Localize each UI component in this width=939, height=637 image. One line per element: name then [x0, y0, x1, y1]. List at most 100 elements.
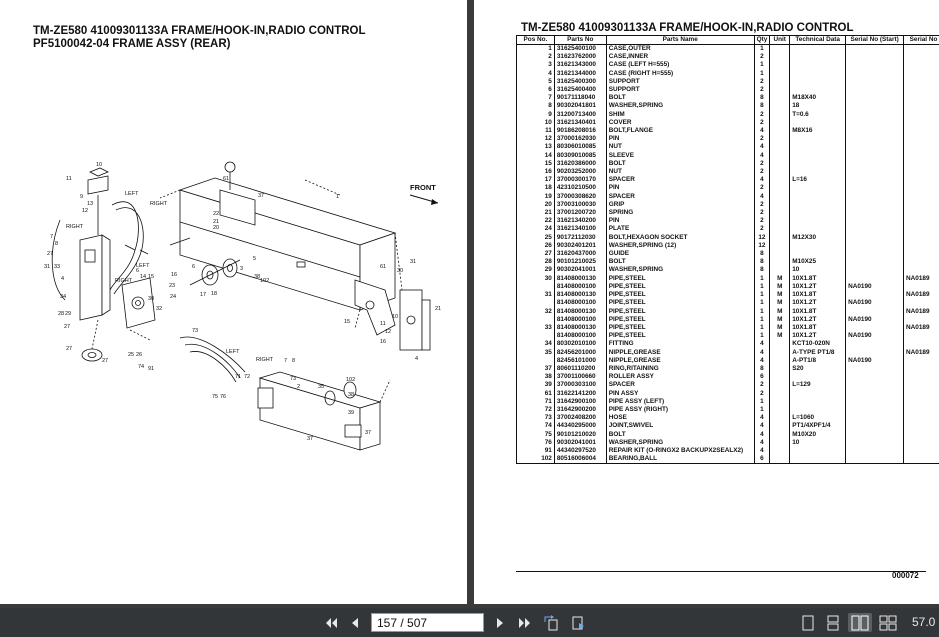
table-cell [789, 86, 847, 95]
page-number-input[interactable]: 157 / 507 [371, 613, 484, 632]
two-page-scroll-icon [879, 615, 897, 630]
table-cell: 13 [516, 143, 555, 152]
column-header: Serial No [903, 35, 939, 45]
table-cell [903, 430, 939, 439]
table-cell: NA0190 [845, 315, 905, 324]
table-cell: 1 [516, 44, 555, 54]
two-page-view-button[interactable] [848, 613, 872, 632]
scroll-view-button[interactable] [822, 613, 844, 632]
table-cell [903, 94, 939, 103]
table-cell: 1 [753, 69, 771, 78]
table-cell [903, 86, 939, 95]
table-cell [845, 53, 905, 62]
svg-text:33: 33 [54, 264, 60, 270]
table-cell: 4 [753, 414, 771, 423]
svg-text:61: 61 [223, 176, 229, 182]
table-cell: 2 [753, 209, 771, 218]
svg-text:27: 27 [47, 251, 53, 257]
table-cell [845, 209, 905, 218]
next-page-button[interactable] [491, 613, 509, 632]
table-cell: 71 [516, 397, 555, 406]
table-cell [769, 430, 791, 439]
table-cell [789, 61, 847, 70]
first-page-button[interactable] [322, 613, 342, 632]
table-cell [516, 332, 555, 341]
rotate-page-button[interactable] [540, 613, 562, 632]
table-cell [769, 266, 791, 275]
svg-text:102: 102 [346, 377, 355, 383]
table-cell [845, 135, 905, 144]
table-cell: 37000303100 [553, 381, 607, 390]
table-cell: REPAIR KIT (O-RINGX2 BACKUPX2SEALX2) [605, 446, 755, 456]
two-page-scroll-view-button[interactable] [876, 613, 900, 632]
svg-text:8: 8 [55, 241, 58, 247]
single-page-view-button[interactable] [797, 613, 819, 632]
table-cell: 31623762000 [553, 53, 607, 62]
table-cell: PIPE,STEEL [605, 274, 755, 283]
table-cell [789, 118, 847, 128]
table-cell: 31622141200 [553, 389, 607, 398]
table-cell: A-TYPE PT1/8 [789, 348, 847, 357]
table-cell: 4 [753, 127, 771, 136]
table-cell: 37001200720 [553, 209, 607, 218]
svg-text:20: 20 [213, 225, 219, 231]
table-cell [845, 44, 905, 54]
svg-text:72: 72 [244, 374, 250, 380]
table-cell [789, 373, 847, 382]
table-cell: 82456101000 [553, 356, 607, 365]
svg-text:4: 4 [61, 276, 64, 282]
table-cell: 12 [753, 233, 771, 242]
svg-text:37: 37 [258, 193, 264, 199]
table-cell: M10X20 [789, 430, 847, 439]
previous-page-button[interactable] [346, 613, 364, 632]
last-page-button[interactable] [514, 613, 534, 632]
export-page-button[interactable] [567, 613, 589, 632]
table-cell: 12 [516, 135, 555, 144]
table-cell [516, 282, 555, 292]
svg-text:16: 16 [171, 272, 177, 278]
table-cell [789, 184, 847, 193]
svg-text:91: 91 [148, 366, 154, 372]
table-cell: 9 [516, 110, 555, 119]
table-cell: 74 [516, 422, 555, 431]
table-cell [789, 192, 847, 201]
table-cell [903, 184, 939, 193]
table-cell [769, 69, 791, 78]
table-cell: BOLT [605, 430, 755, 439]
table-cell: 1 [753, 274, 771, 283]
table-cell: 37003100030 [553, 200, 607, 210]
table-cell: PIPE,STEEL [605, 315, 755, 324]
zoom-level[interactable]: 57.0 [912, 615, 936, 629]
svg-text:31: 31 [44, 264, 50, 270]
table-cell [769, 94, 791, 103]
table-cell: 75 [516, 430, 555, 439]
table-cell: 6 [753, 455, 771, 465]
table-cell: 2 [753, 159, 771, 169]
table-cell [845, 127, 905, 136]
table-cell [845, 414, 905, 423]
table-cell: CASE,OUTER [605, 44, 755, 54]
table-cell [903, 168, 939, 177]
table-cell [769, 348, 791, 357]
table-cell [903, 233, 939, 242]
table-cell: 31621340401 [553, 118, 607, 128]
table-cell: 4 [753, 192, 771, 201]
table-cell [769, 192, 791, 201]
table-cell [845, 455, 905, 465]
table-cell [845, 422, 905, 431]
table-cell [903, 446, 939, 456]
table-cell: BOLT,HEXAGON SOCKET [605, 233, 755, 242]
table-cell [903, 127, 939, 136]
table-cell: 11 [516, 127, 555, 136]
table-cell: M [769, 274, 791, 283]
svg-text:74: 74 [138, 364, 144, 370]
